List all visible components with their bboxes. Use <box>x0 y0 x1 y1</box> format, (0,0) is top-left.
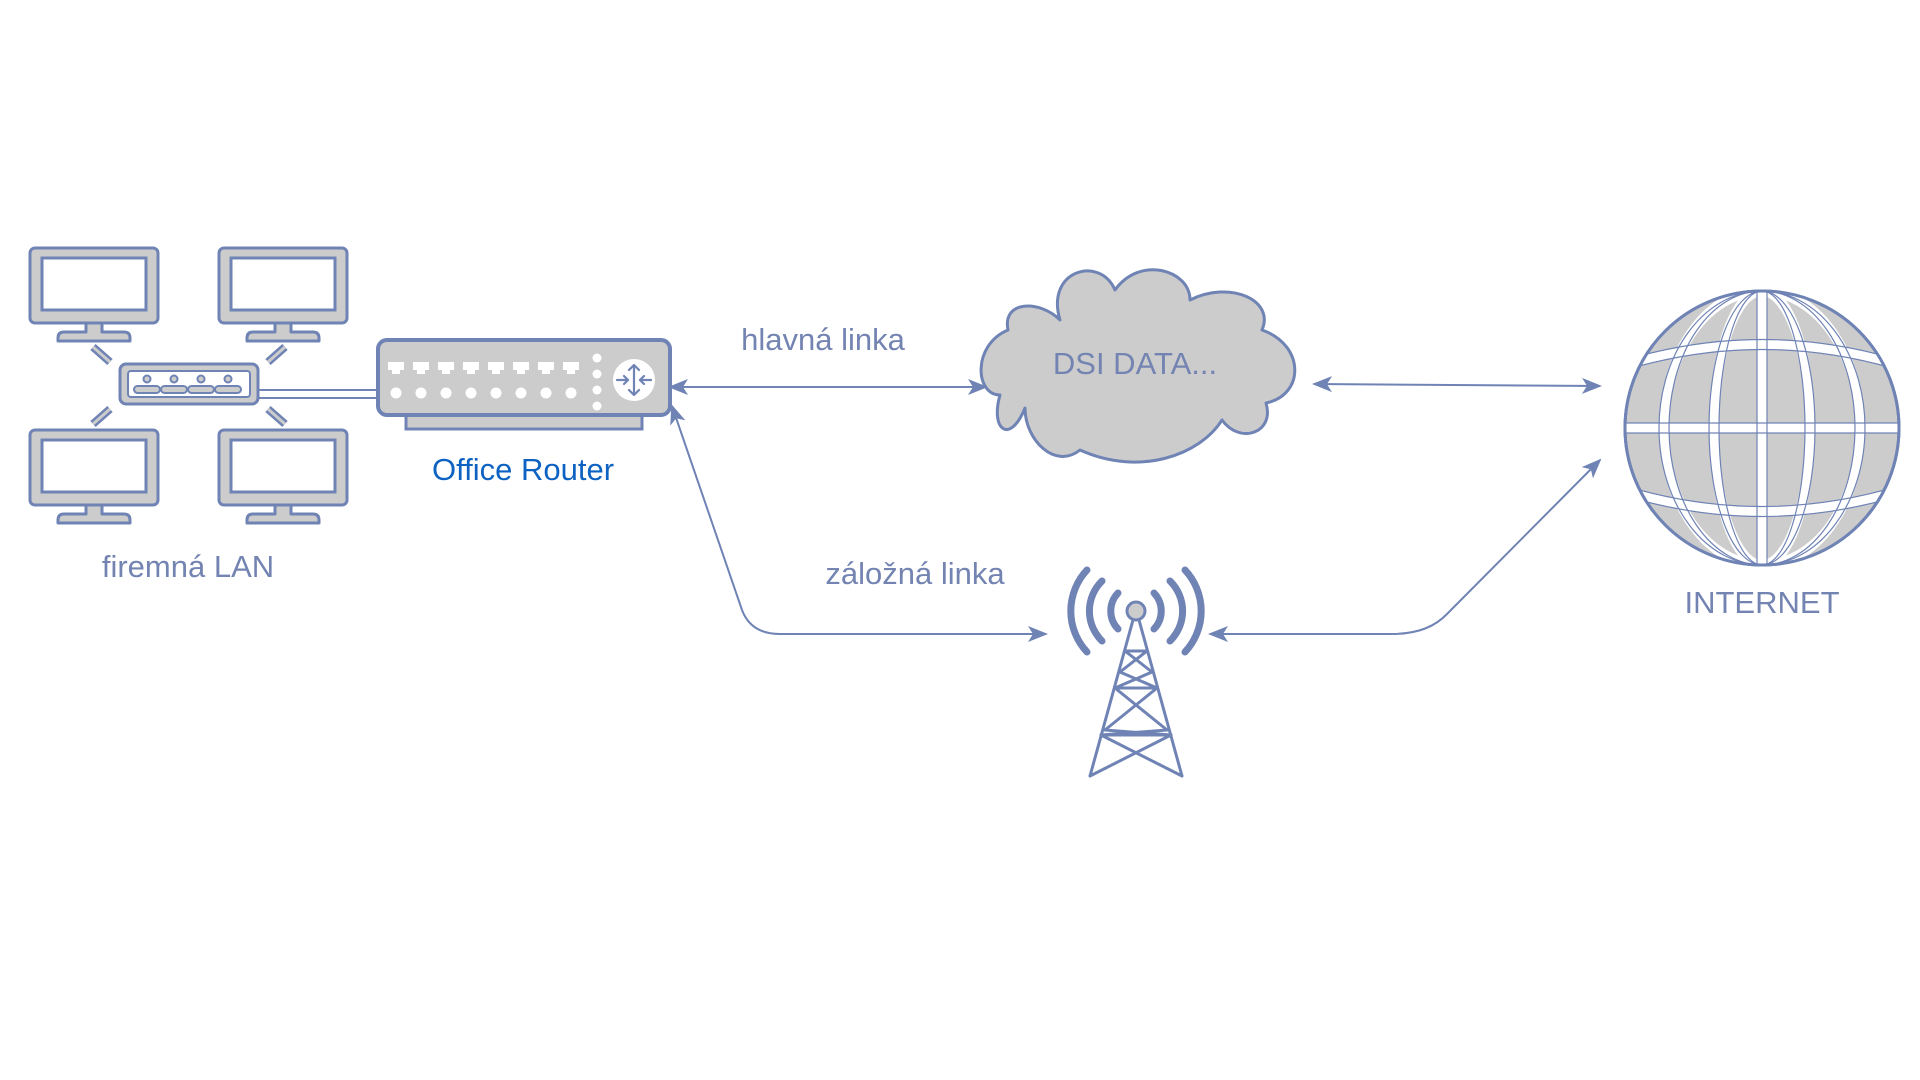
main-link-label: hlavná linka <box>741 322 905 357</box>
computer-monitor-icon <box>217 246 349 343</box>
links <box>668 376 1602 642</box>
backup-link-label: záložná linka <box>825 556 1005 591</box>
radio-tower-icon <box>1067 566 1205 778</box>
backup-link-arrow <box>670 404 1048 642</box>
lan-label: firemná LAN <box>102 549 274 584</box>
cloud-internet-arrow <box>1312 376 1602 394</box>
cloud-icon: DSI DATA... <box>979 268 1297 464</box>
computer-monitor-icon <box>28 428 160 525</box>
lan-connectors <box>90 344 288 427</box>
computer-monitor-icon <box>28 246 160 343</box>
globe-icon: INTERNET <box>1623 289 1901 620</box>
router-icon: Office Router <box>376 338 672 487</box>
router-label: Office Router <box>432 452 614 487</box>
internet-label: INTERNET <box>1685 585 1840 620</box>
lan-to-router-link <box>258 389 378 399</box>
cloud-label: DSI DATA... <box>1053 346 1217 381</box>
tower-internet-arrow <box>1208 458 1602 642</box>
network-switch-icon <box>118 362 260 406</box>
computer-monitor-icon <box>217 428 349 525</box>
lan-group: firemná LAN <box>28 246 378 584</box>
